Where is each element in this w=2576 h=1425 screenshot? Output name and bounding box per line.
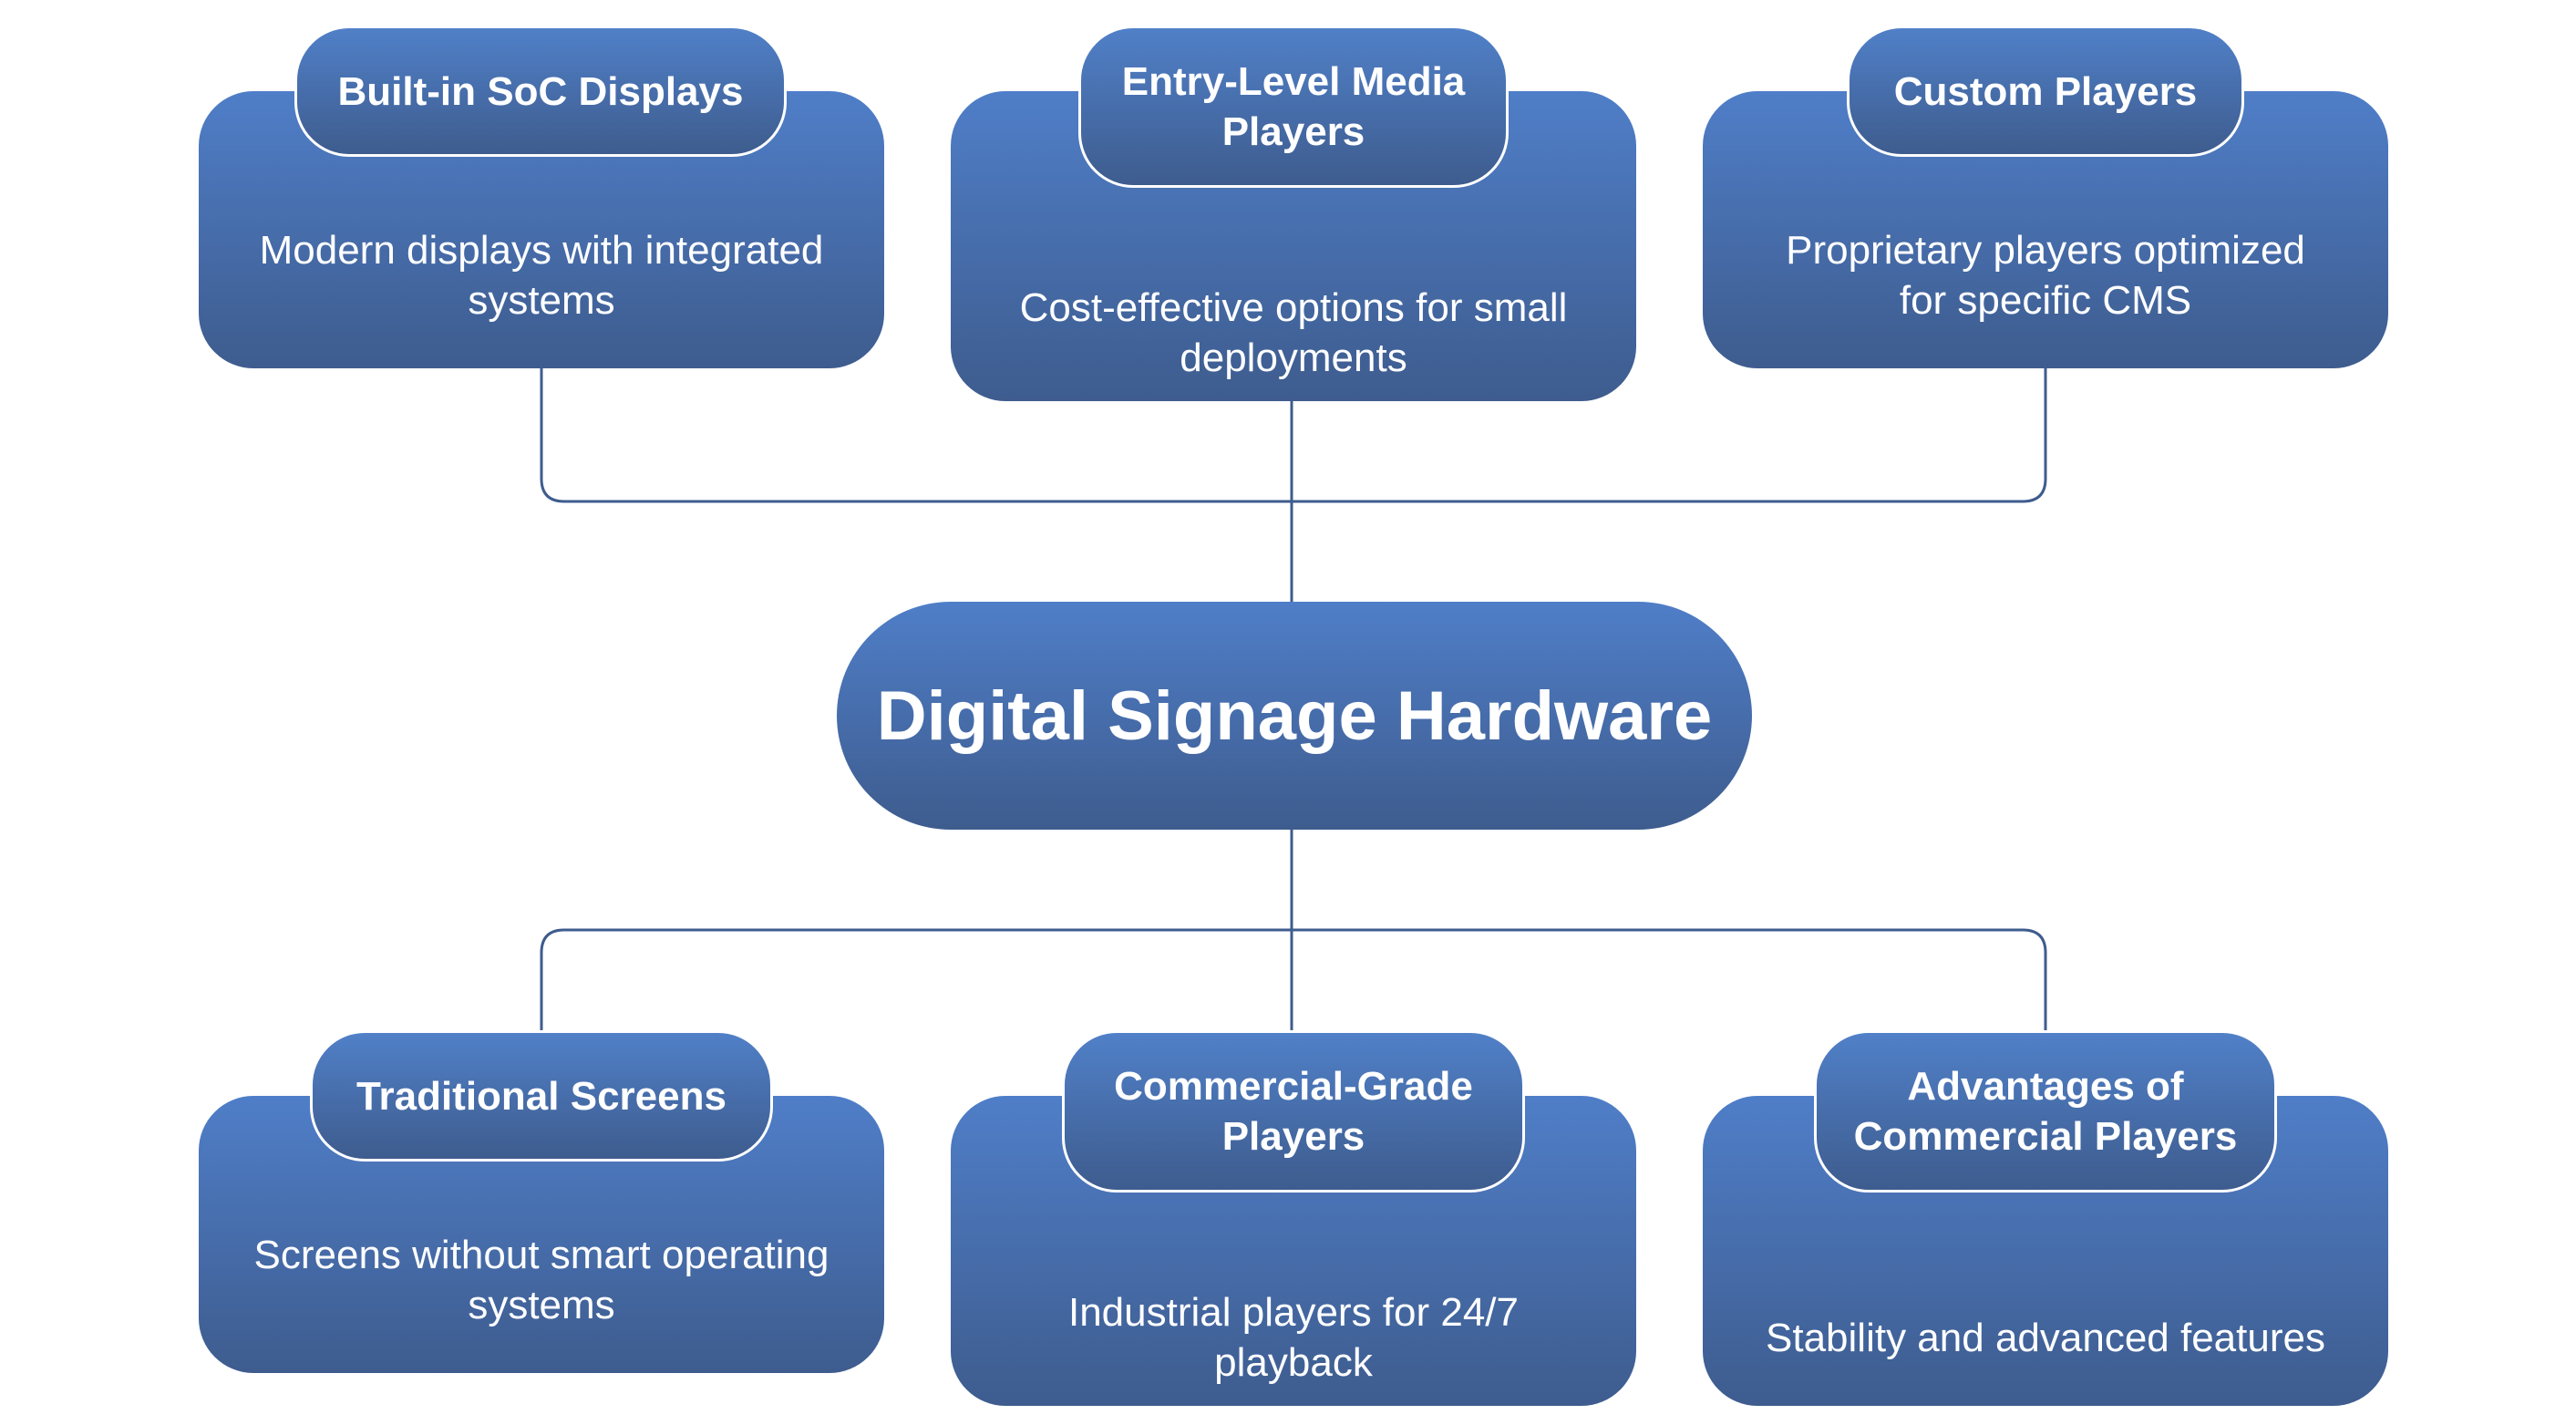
connector-bottom-left <box>540 928 1292 1030</box>
node-desc: Industrial players for 24/7 playback <box>1067 1290 1520 1385</box>
node-desc: Stability and advanced features <box>1766 1315 2325 1360</box>
node-desc: Modern displays with integrated systems <box>259 228 824 323</box>
node-desc: Screens without smart operating systems <box>253 1233 829 1327</box>
node-desc: Cost-effective options for small deploym… <box>1019 285 1568 380</box>
node-desc: Proprietary players optimized for specif… <box>1786 228 2305 323</box>
node-title-commercial-grade: Commercial-Grade Players <box>1062 1030 1525 1193</box>
node-title-advantages: Advantages of Commercial Players <box>1814 1030 2277 1193</box>
connector-top-right <box>1292 368 2047 503</box>
node-card-traditional-screens: Screens without smart operating systems <box>199 1096 884 1373</box>
node-title-entry-level: Entry-Level Media Players <box>1078 26 1509 188</box>
connector-top-left <box>540 368 1292 503</box>
center-node: Digital Signage Hardware <box>837 602 1752 830</box>
connector-bottom-right <box>1292 928 2047 1030</box>
node-title-traditional-screens: Traditional Screens <box>310 1030 773 1162</box>
node-title-built-in-soc: Built-in SoC Displays <box>294 26 787 157</box>
node-title-custom-players: Custom Players <box>1847 26 2244 157</box>
